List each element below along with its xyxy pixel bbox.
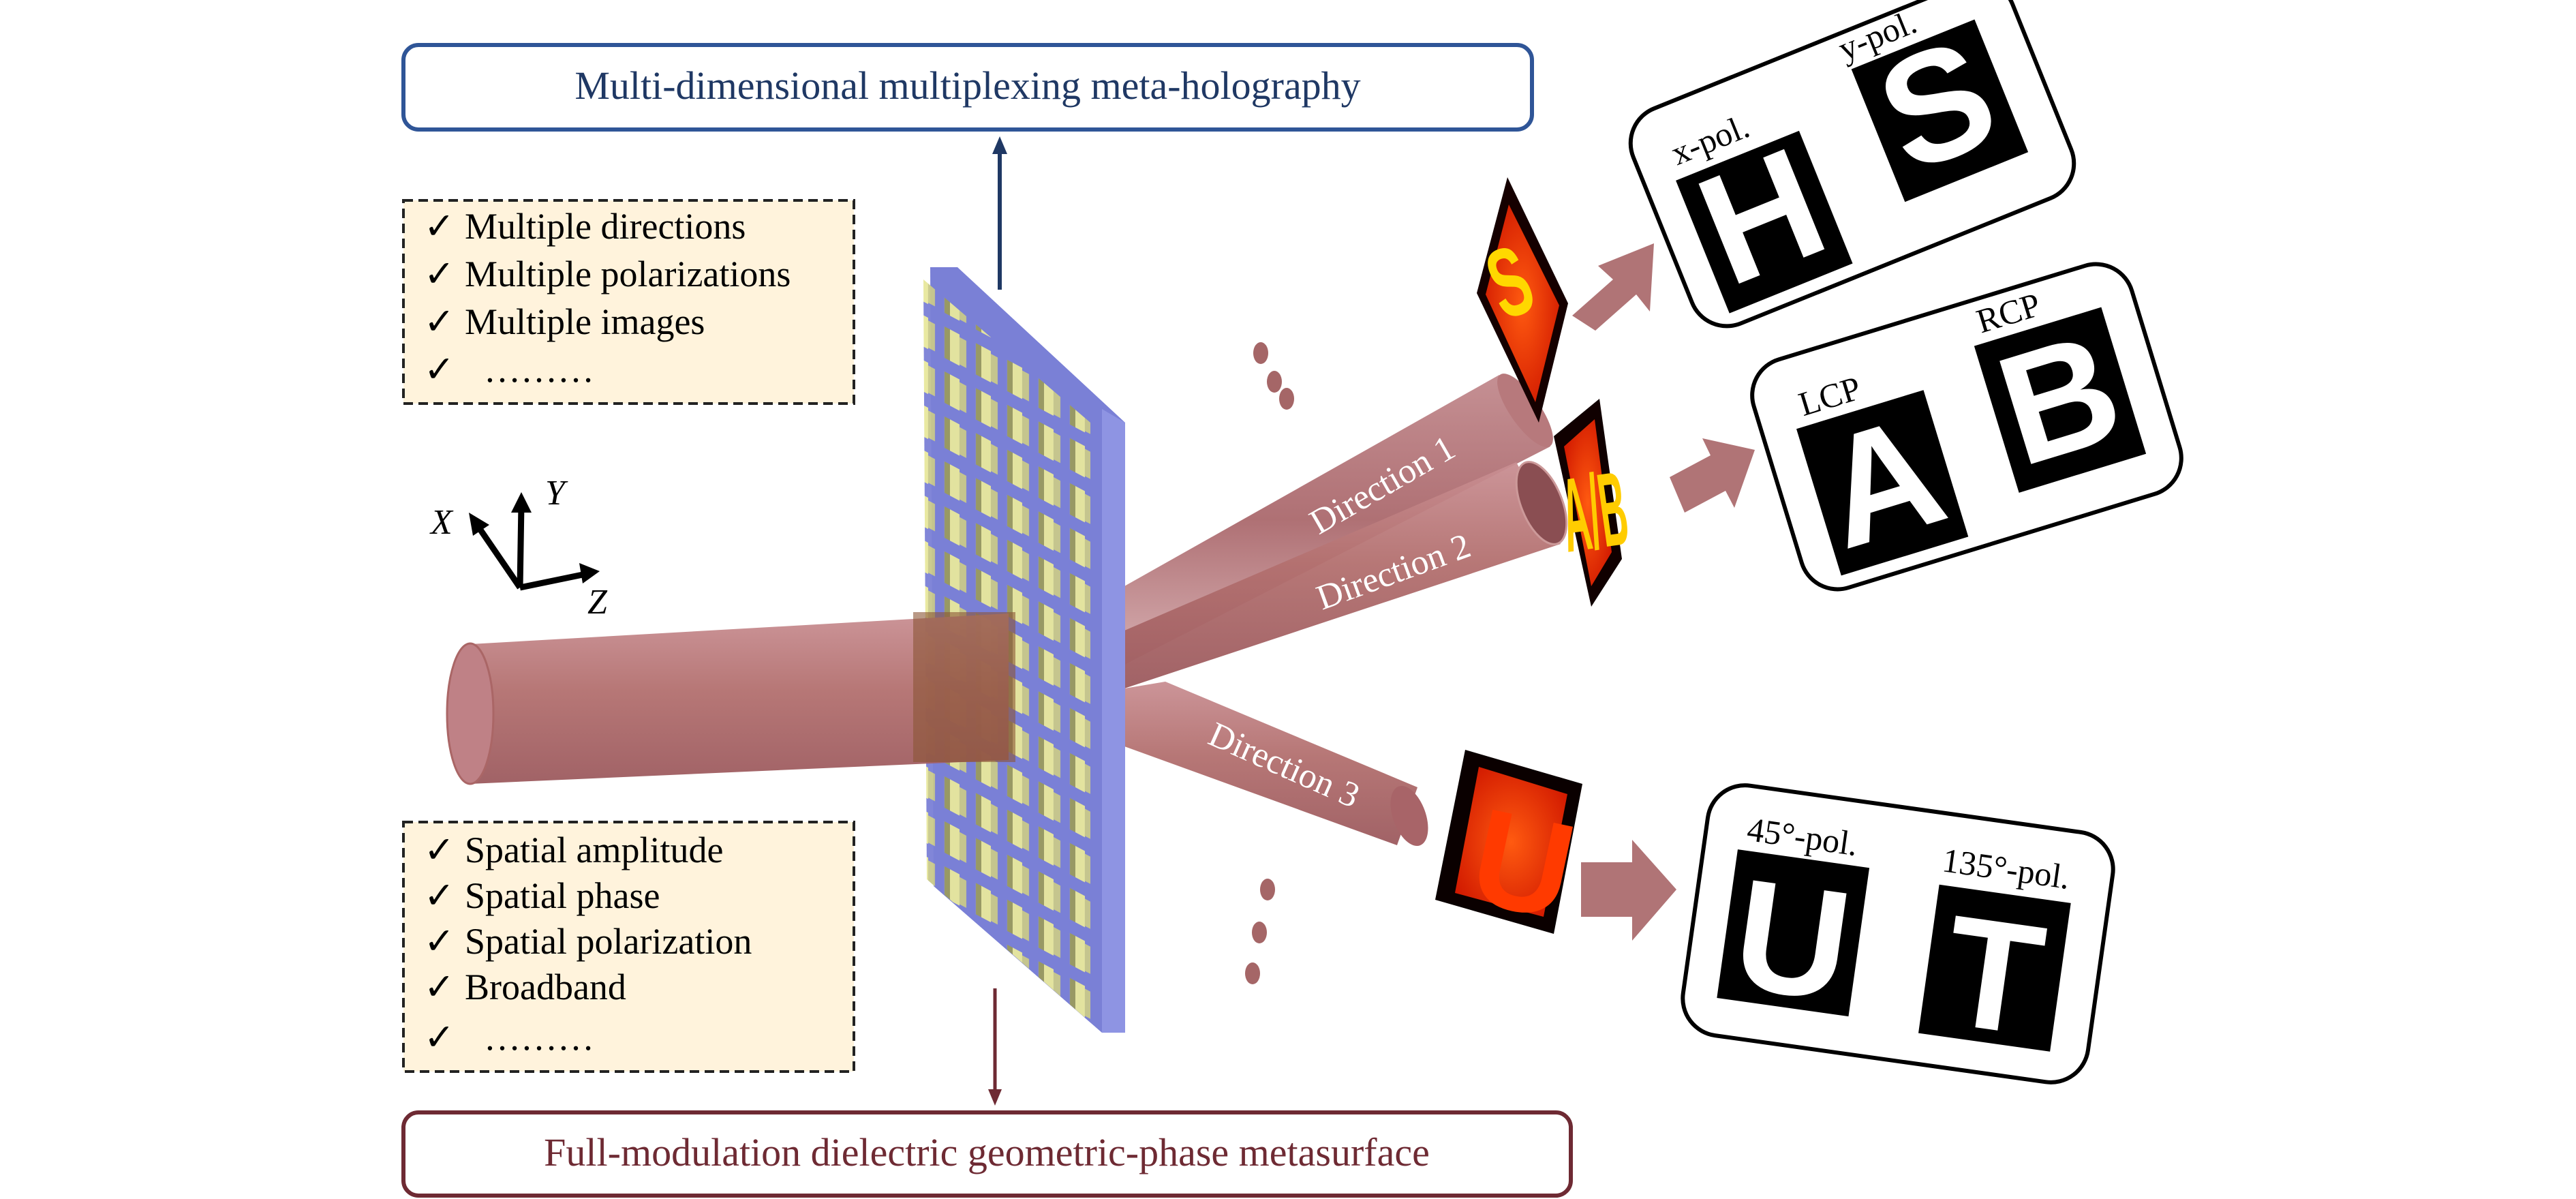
ellipsis-dots-bottom xyxy=(1245,879,1275,984)
arrow-down-to-bottom-box xyxy=(988,988,1002,1106)
title-bottom-text: Full-modulation dielectric geometric-pha… xyxy=(544,1130,1430,1174)
axis-x-label: X xyxy=(429,503,454,542)
beam-direction-3: Direction 3 xyxy=(1124,682,1428,846)
title-top-text: Multi-dimensional multiplexing meta-holo… xyxy=(574,63,1360,108)
checklist-bottom-item: Broadband xyxy=(465,967,626,1007)
hologram-image-u: U xyxy=(1435,750,1587,949)
hologram-image-s: S xyxy=(1473,177,1568,423)
check-icon: ✓ xyxy=(424,830,455,870)
title-box-bottom: Full-modulation dielectric geometric-pha… xyxy=(401,1110,1573,1198)
checklist-bottom-item: Spatial polarization xyxy=(465,921,752,962)
checklist-top-item: Multiple directions xyxy=(465,206,746,247)
title-box-top: Multi-dimensional multiplexing meta-holo… xyxy=(401,43,1534,132)
arrow-to-card-ab-icon xyxy=(1670,438,1755,513)
checklist-bottom-item: Spatial amplitude xyxy=(465,830,723,870)
result-card-hs: H S x-pol. y-pol. xyxy=(1628,0,2076,329)
result-card-ab: A B LCP RCP xyxy=(1750,262,2183,592)
checklist-top: ✓ Multiple directions ✓ Multiple polariz… xyxy=(402,199,855,405)
checklist-bottom: ✓ Spatial amplitude ✓ Spatial phase ✓ Sp… xyxy=(402,821,855,1073)
check-icon: ✓ xyxy=(424,254,455,294)
coordinate-axes-icon: X Y Z xyxy=(429,474,608,622)
checklist-bottom-item: Spatial phase xyxy=(465,875,660,916)
axis-z-label: Z xyxy=(587,583,608,622)
check-icon: ✓ xyxy=(424,349,455,390)
ellipsis-dots-top xyxy=(1253,342,1294,410)
result-card-ut: U T 45°-pol. 135°-pol. xyxy=(1681,783,2115,1084)
check-icon: ✓ xyxy=(424,921,455,962)
check-icon: ✓ xyxy=(424,875,455,916)
checklist-top-item: Multiple images xyxy=(465,301,705,342)
checklist-top-item: ……… xyxy=(484,349,594,390)
arrow-to-card-hs-icon xyxy=(1572,243,1654,331)
checklist-top-item: Multiple polarizations xyxy=(465,254,791,294)
input-beam xyxy=(446,612,1015,785)
check-icon: ✓ xyxy=(424,206,455,247)
card-left-letter: U xyxy=(1724,845,1860,1035)
arrow-to-card-ut-icon xyxy=(1581,840,1676,941)
axis-y-label: Y xyxy=(545,474,568,513)
arrow-up-to-top-box xyxy=(992,136,1007,290)
check-icon: ✓ xyxy=(424,301,455,342)
check-icon: ✓ xyxy=(424,1017,455,1058)
check-icon: ✓ xyxy=(424,967,455,1007)
hologram-image-a: A/B xyxy=(1554,399,1634,607)
hologram-letter: A/B xyxy=(1554,449,1635,575)
checklist-bottom-item: ……… xyxy=(484,1017,594,1058)
